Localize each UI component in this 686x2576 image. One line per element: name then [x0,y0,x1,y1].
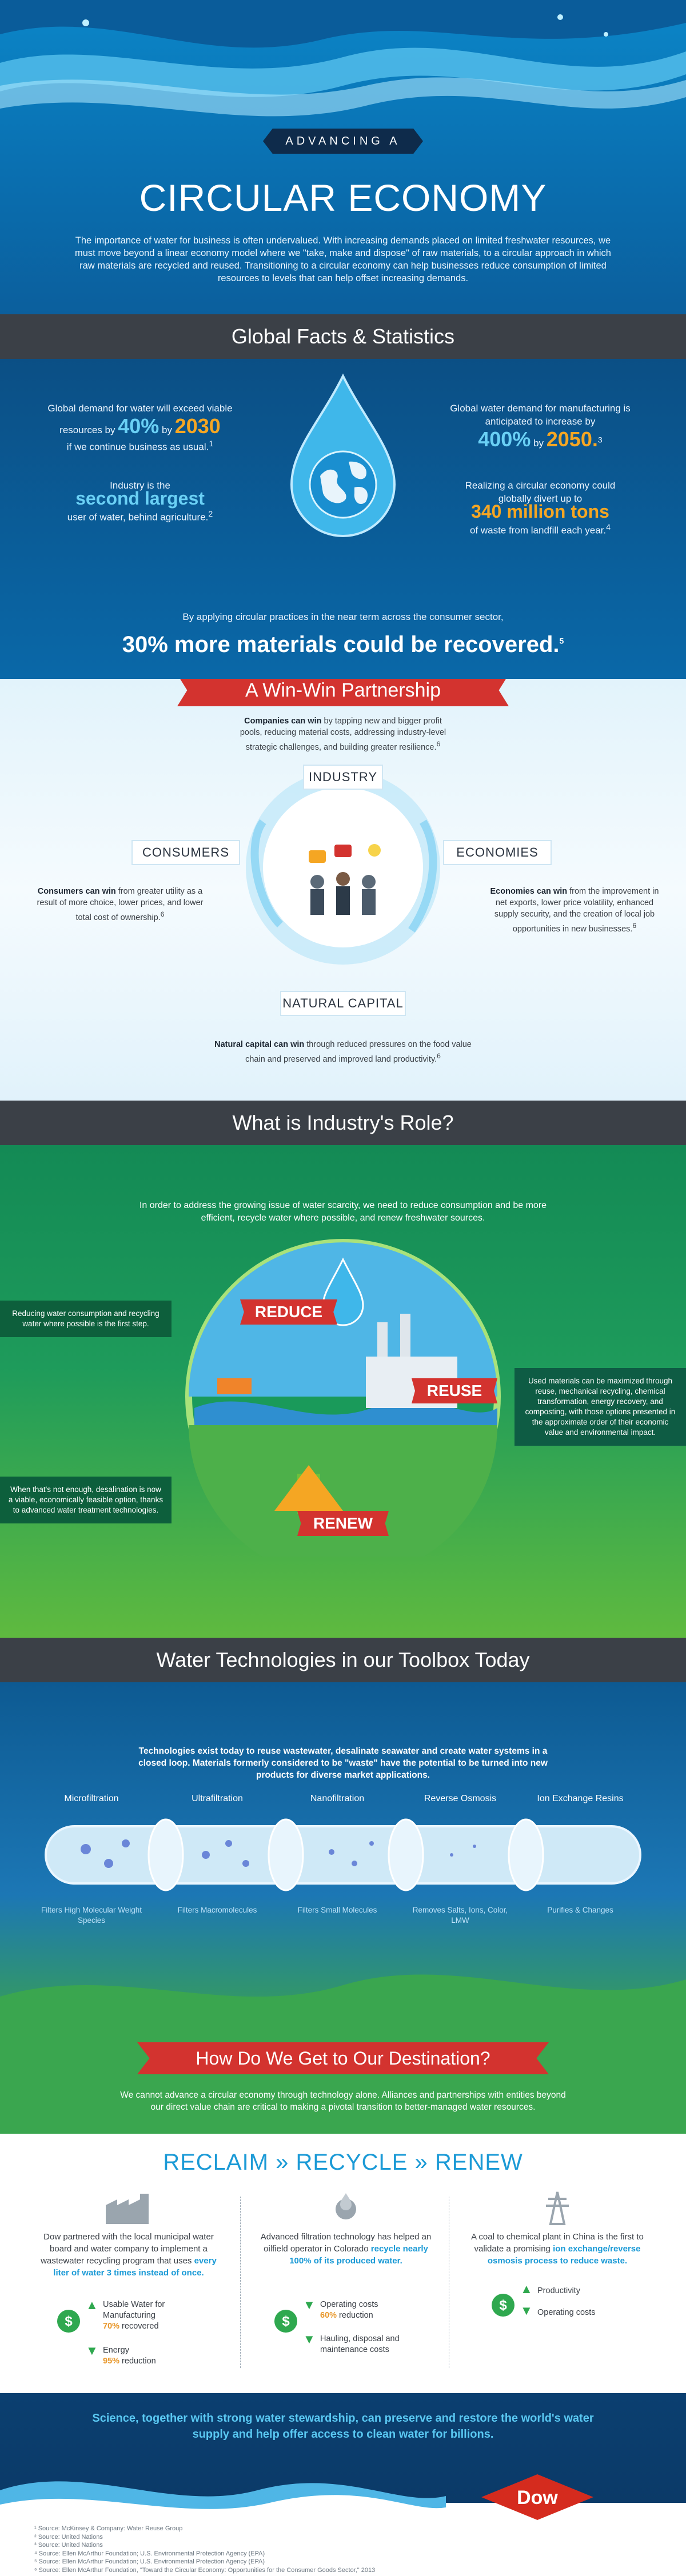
natural-capital-text: Natural capital can win through reduced … [214,1040,472,1064]
node-industry: INDUSTRY [303,765,383,790]
arrow-down-icon: ▼ [303,2332,316,2346]
arrow-up-icon: ▲ [520,2282,533,2296]
tools-section: Technologies exist today to reuse wastew… [0,1682,686,2037]
reclaim-heading: RECLAIM » RECYCLE » RENEW [163,2150,523,2175]
source-line: ¹ Source: McKinsey & Company: Water Reus… [34,2525,183,2532]
dollar-icon: $ [492,2294,514,2317]
companies-text: Companies can win by tapping new and big… [240,717,446,752]
tech-label: Microfiltration [64,1794,119,1803]
reuse-tag: REUSE [412,1378,497,1403]
section-heading: Water Technologies in our Toolbox Today [156,1648,530,1671]
power-tower-icon [546,2191,569,2225]
win-win-section: A Win-Win Partnership Companies can win … [0,679,686,1101]
tech-description: Removes Salts, Ions, Color, LMW [412,1906,508,1925]
fact-water-demand: Global demand for water will exceed viab… [47,403,233,453]
fact-manufacturing-demand: Global water demand for manufacturing is… [450,403,631,451]
sources-list: ¹ Source: McKinsey & Company: Water Reus… [34,2525,375,2574]
reuse-note: Used materials can be maximized through … [514,1368,686,1446]
page-title: CIRCULAR ECONOMY [139,177,547,219]
filter-gear-icon [336,2193,356,2219]
fact-waste-divert: Realizing a circular economy could globa… [465,480,616,536]
section-bar-tools: Water Technologies in our Toolbox Today [0,1638,686,1682]
column-divider [240,2197,241,2368]
water-splash-illustration [0,0,686,117]
kicker-banner: ADVANCING A [263,129,423,154]
economies-text: Economies can win from the improvement i… [490,887,659,934]
tech-label: Nanofiltration [310,1794,365,1803]
tech-label: Ultrafiltration [192,1794,243,1803]
tech-description: Filters High Molecular Weight Species [41,1906,142,1925]
section-heading: What is Industry's Role? [232,1111,454,1134]
tech-label: Ion Exchange Resins [537,1794,624,1803]
reduce-tag: REDUCE [240,1299,337,1325]
recover-headline: 30% more materials could be recovered.5 [122,632,564,657]
dollar-icon: $ [274,2310,297,2333]
win-win-banner: A Win-Win Partnership [177,679,509,706]
renew-note: When that's not enough, desalination is … [0,1477,172,1523]
water-drop-globe-icon [290,373,396,537]
section-heading: Global Facts & Statistics [231,325,455,348]
source-line: ³ Source: United Nations [34,2542,103,2549]
node-economies: ECONOMIES [443,840,552,865]
splash-circle-illustration [246,770,440,965]
case-study-netherlands: Dow partnered with the local municipal w… [34,2191,223,2279]
arrow-down-icon: ▼ [303,2298,316,2312]
arrow-down-icon: ▼ [520,2303,533,2318]
dow-logo: Dow [481,2474,593,2520]
tech-description: Filters Small Molecules [297,1906,377,1914]
closing-message: Science, together with strong water stew… [92,2412,594,2441]
case-study-china: A coal to chemical plant in China is the… [463,2191,652,2267]
tools-lead: Technologies exist today to reuse wastew… [138,1746,548,1780]
header-section: ADVANCING A CIRCULAR ECONOMY The importa… [0,0,686,314]
role-section: In order to address the growing issue of… [0,1145,686,1638]
tech-label: Reverse Osmosis [424,1794,497,1803]
role-lead: In order to address the growing issue of… [139,1201,547,1223]
reduce-note: Reducing water consumption and recycling… [0,1301,172,1337]
source-line: ² Source: United Nations [34,2533,103,2541]
destination-section: How Do We Get to Our Destination? We can… [0,2037,686,2134]
renew-tag: RENEW [297,1511,389,1536]
intro-paragraph: The importance of water for business is … [74,235,611,283]
dollar-icon: $ [57,2310,80,2333]
svg-text:Dow: Dow [517,2487,558,2509]
factory-icon [106,2194,149,2224]
footer-section: Science, together with strong water stew… [0,2393,686,2576]
filtration-pipe-illustration [45,1818,641,1891]
recover-lead: By applying circular practices in the ne… [182,611,504,622]
source-line: ⁶ Source: Ellen McArthur Foundation, "To… [34,2566,376,2574]
tech-description: Purifies & Changes [547,1906,613,1914]
arrow-down-icon: ▼ [86,2343,98,2358]
source-line: ⁵ Source: Ellen McArthur Foundation; U.S… [34,2558,265,2565]
consumers-text: Consumers can win from greater utility a… [37,887,204,922]
destination-banner: How Do We Get to Our Destination? [137,2042,549,2074]
destination-lead: We cannot advance a circular economy thr… [120,2090,566,2112]
source-line: ⁴ Source: Ellen McArthur Foundation; U.S… [34,2550,265,2557]
tech-description: Filters Macromolecules [177,1906,257,1914]
arrow-up-icon: ▲ [86,2298,98,2312]
landscape-illustration [0,1974,686,2037]
facts-section: Global demand for water will exceed viab… [0,359,686,679]
node-natural-capital: NATURAL CAPITAL [280,991,406,1016]
section-bar-facts: Global Facts & Statistics [0,314,686,359]
section-bar-role: What is Industry's Role? [0,1101,686,1145]
case-study-colorado: Advanced filtration technology has helpe… [252,2191,440,2267]
reclaim-section: RECLAIM » RECYCLE » RENEW Dow partnered … [0,2134,686,2393]
node-consumers: CONSUMERS [131,840,240,865]
